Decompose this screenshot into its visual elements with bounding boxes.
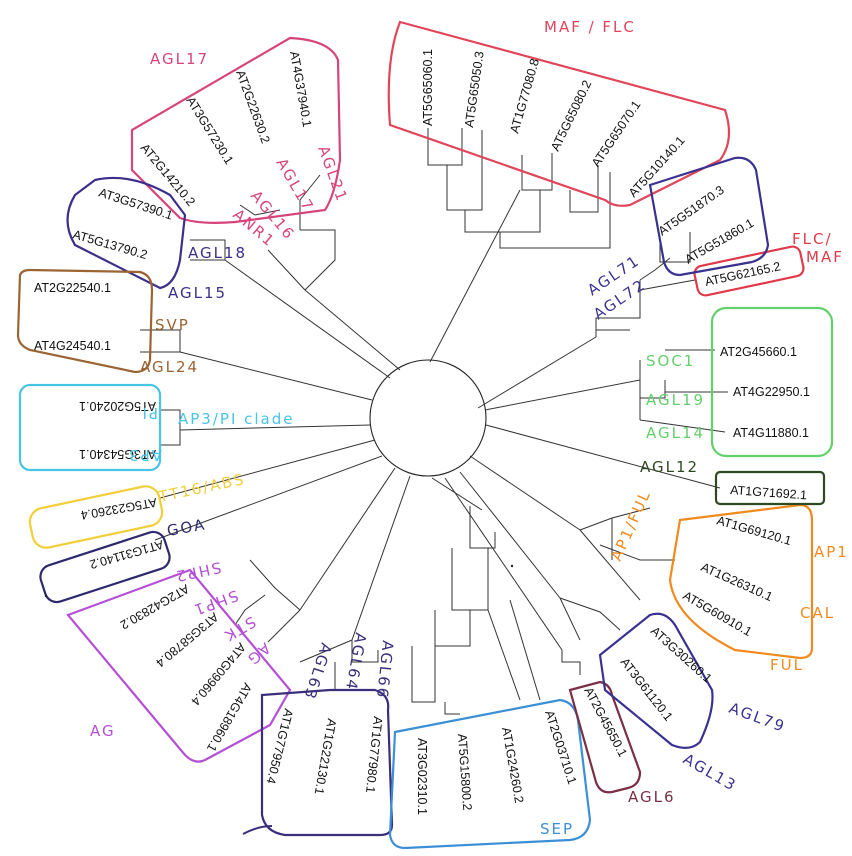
agl12-box — [714, 470, 826, 506]
annotation-agl24: AGL24 — [140, 358, 199, 376]
annotation-ap1: AP1 — [814, 543, 849, 561]
leaf-label: AT1G31140.2 — [88, 537, 165, 571]
annotation-agl21: AGL21 — [314, 143, 351, 205]
leaf-label: AT3G02310.1 — [415, 738, 429, 815]
annotation-agl63: AGL63 — [300, 641, 335, 703]
leaf-label: AT1G77950.4 — [263, 707, 295, 785]
soc1-box — [710, 306, 834, 458]
leaf-label: AT5G65050.3 — [462, 50, 487, 128]
leaf-label: AT1G22130.1 — [312, 717, 339, 795]
annotation-agl18: AGL18 — [188, 244, 247, 262]
annotation-agl15: AGL15 — [168, 284, 227, 302]
annotation-cal: CAL — [800, 604, 835, 622]
tt16-box — [28, 485, 164, 549]
leaf-label: AT3G58780.4 — [153, 610, 221, 670]
annotation-agl66: AGL66 — [373, 640, 397, 701]
leaf-label: AT5G65080.2 — [548, 78, 594, 153]
leaf-label: AT5G13790.2 — [71, 227, 149, 262]
annotation-ful: FUL — [770, 656, 804, 674]
annotation-agl14: AGL14 — [646, 424, 705, 442]
leaf-label: AT5G65070.1 — [589, 98, 644, 170]
tree-center-ring — [369, 359, 487, 477]
leaf-label: AT5G65060.1 — [421, 49, 435, 126]
leaf-label: AT5G51860.1 — [683, 216, 757, 267]
leaf-label: AT4G24540.1 — [34, 339, 111, 353]
leaf-label: AT5G60910.1 — [681, 588, 755, 639]
annotation-agl12: AGL12 — [640, 458, 699, 476]
leaf-label: AT3G30260.1 — [648, 624, 715, 686]
agl6-box — [568, 680, 642, 794]
annotation-shp2: SHP2 — [173, 558, 223, 585]
leaf-label: AT3G61120.1 — [618, 655, 676, 724]
stray-pen-mark — [242, 825, 273, 835]
leaf-label: AT1G71692.1 — [730, 483, 808, 502]
leaf-label: AT4G37940.1 — [287, 50, 314, 128]
ag-box — [66, 568, 292, 763]
leaf-label: AT5G20240.1 — [79, 399, 156, 413]
stray-dot — [510, 564, 514, 568]
annotation-flc-maf: FLC/ — [792, 230, 833, 248]
leaf-label: AT1G77080.8 — [507, 57, 542, 135]
annotation-sep: SEP — [540, 820, 574, 838]
leaf-label: AT1G69120.1 — [715, 513, 793, 548]
leaf-label: AT2G03710.1 — [542, 709, 579, 787]
leaf-label: AT2G42830.2 — [118, 581, 192, 632]
flc-maf-box — [693, 245, 805, 297]
stray-dot — [44, 594, 48, 598]
agl72-box — [648, 156, 770, 277]
leaf-label: AT3G57230.1 — [183, 94, 236, 167]
annotation-agl19: AGL19 — [646, 391, 705, 409]
ful-box — [668, 503, 814, 660]
annotation-agl13: AGL13 — [680, 750, 740, 795]
agl17-box — [130, 36, 342, 224]
leaf-label: AT1G77980.1 — [363, 716, 385, 794]
leaf-label: AT2G22630.2 — [233, 68, 272, 145]
annotation-pi: PI — [141, 404, 158, 422]
leaf-label: AT5G10140.1 — [626, 133, 688, 200]
annotation-tt16-abs: TT16/ABS — [156, 470, 247, 506]
annotation-maf-flc: MAF / FLC — [544, 18, 636, 36]
maf-flc-box — [387, 20, 731, 207]
agl13-box — [598, 612, 714, 749]
ap3pi-box — [18, 383, 162, 472]
annotation-ap3: AP3 — [127, 446, 162, 464]
tree-branches — [140, 128, 728, 715]
leaf-label: AT1G26310.1 — [699, 560, 775, 604]
annotation-ap1-ful: AP1/FUL — [607, 487, 654, 564]
leaf-label: AT5G51870.3 — [656, 183, 727, 239]
annotation-agl17: AGL17 — [150, 50, 209, 68]
clade-outlines — [16, 20, 834, 850]
svp-box — [16, 268, 154, 374]
annotation-ag: AG — [90, 722, 116, 740]
leaf-label: AT4G22950.1 — [733, 385, 810, 399]
leaf-label: AT1G24260.2 — [499, 726, 526, 804]
annotation-agl64: AGL64 — [342, 631, 370, 692]
leaf-label: AT2G22540.1 — [34, 281, 111, 295]
agl18-box — [66, 176, 187, 290]
goa-box — [39, 530, 171, 604]
annotation-ap3-pi-clade: AP3/PI clade — [178, 410, 295, 428]
annotation-maf: MAF — [806, 248, 844, 266]
leaf-label: AT2G14210.2 — [138, 141, 198, 209]
annotation-agl17-small: AGL17 — [273, 155, 318, 215]
annotation-soc1: SOC1 — [646, 352, 695, 370]
annotation-agl6: AGL6 — [628, 788, 676, 806]
leaf-label: AT4G11880.1 — [733, 426, 809, 440]
leaf-label: AT3G54340.1 — [79, 447, 156, 461]
sep-box — [388, 698, 592, 850]
annotation-svp: SVP — [155, 316, 190, 334]
annotation-agl79: AGL79 — [727, 699, 789, 736]
annotation-goa: GOA — [166, 515, 208, 540]
leaf-label: AT5G23260.4 — [80, 495, 158, 522]
leaf-label: AT2G45660.1 — [720, 345, 797, 359]
leaf-label: AT5G15800.2 — [455, 733, 474, 811]
